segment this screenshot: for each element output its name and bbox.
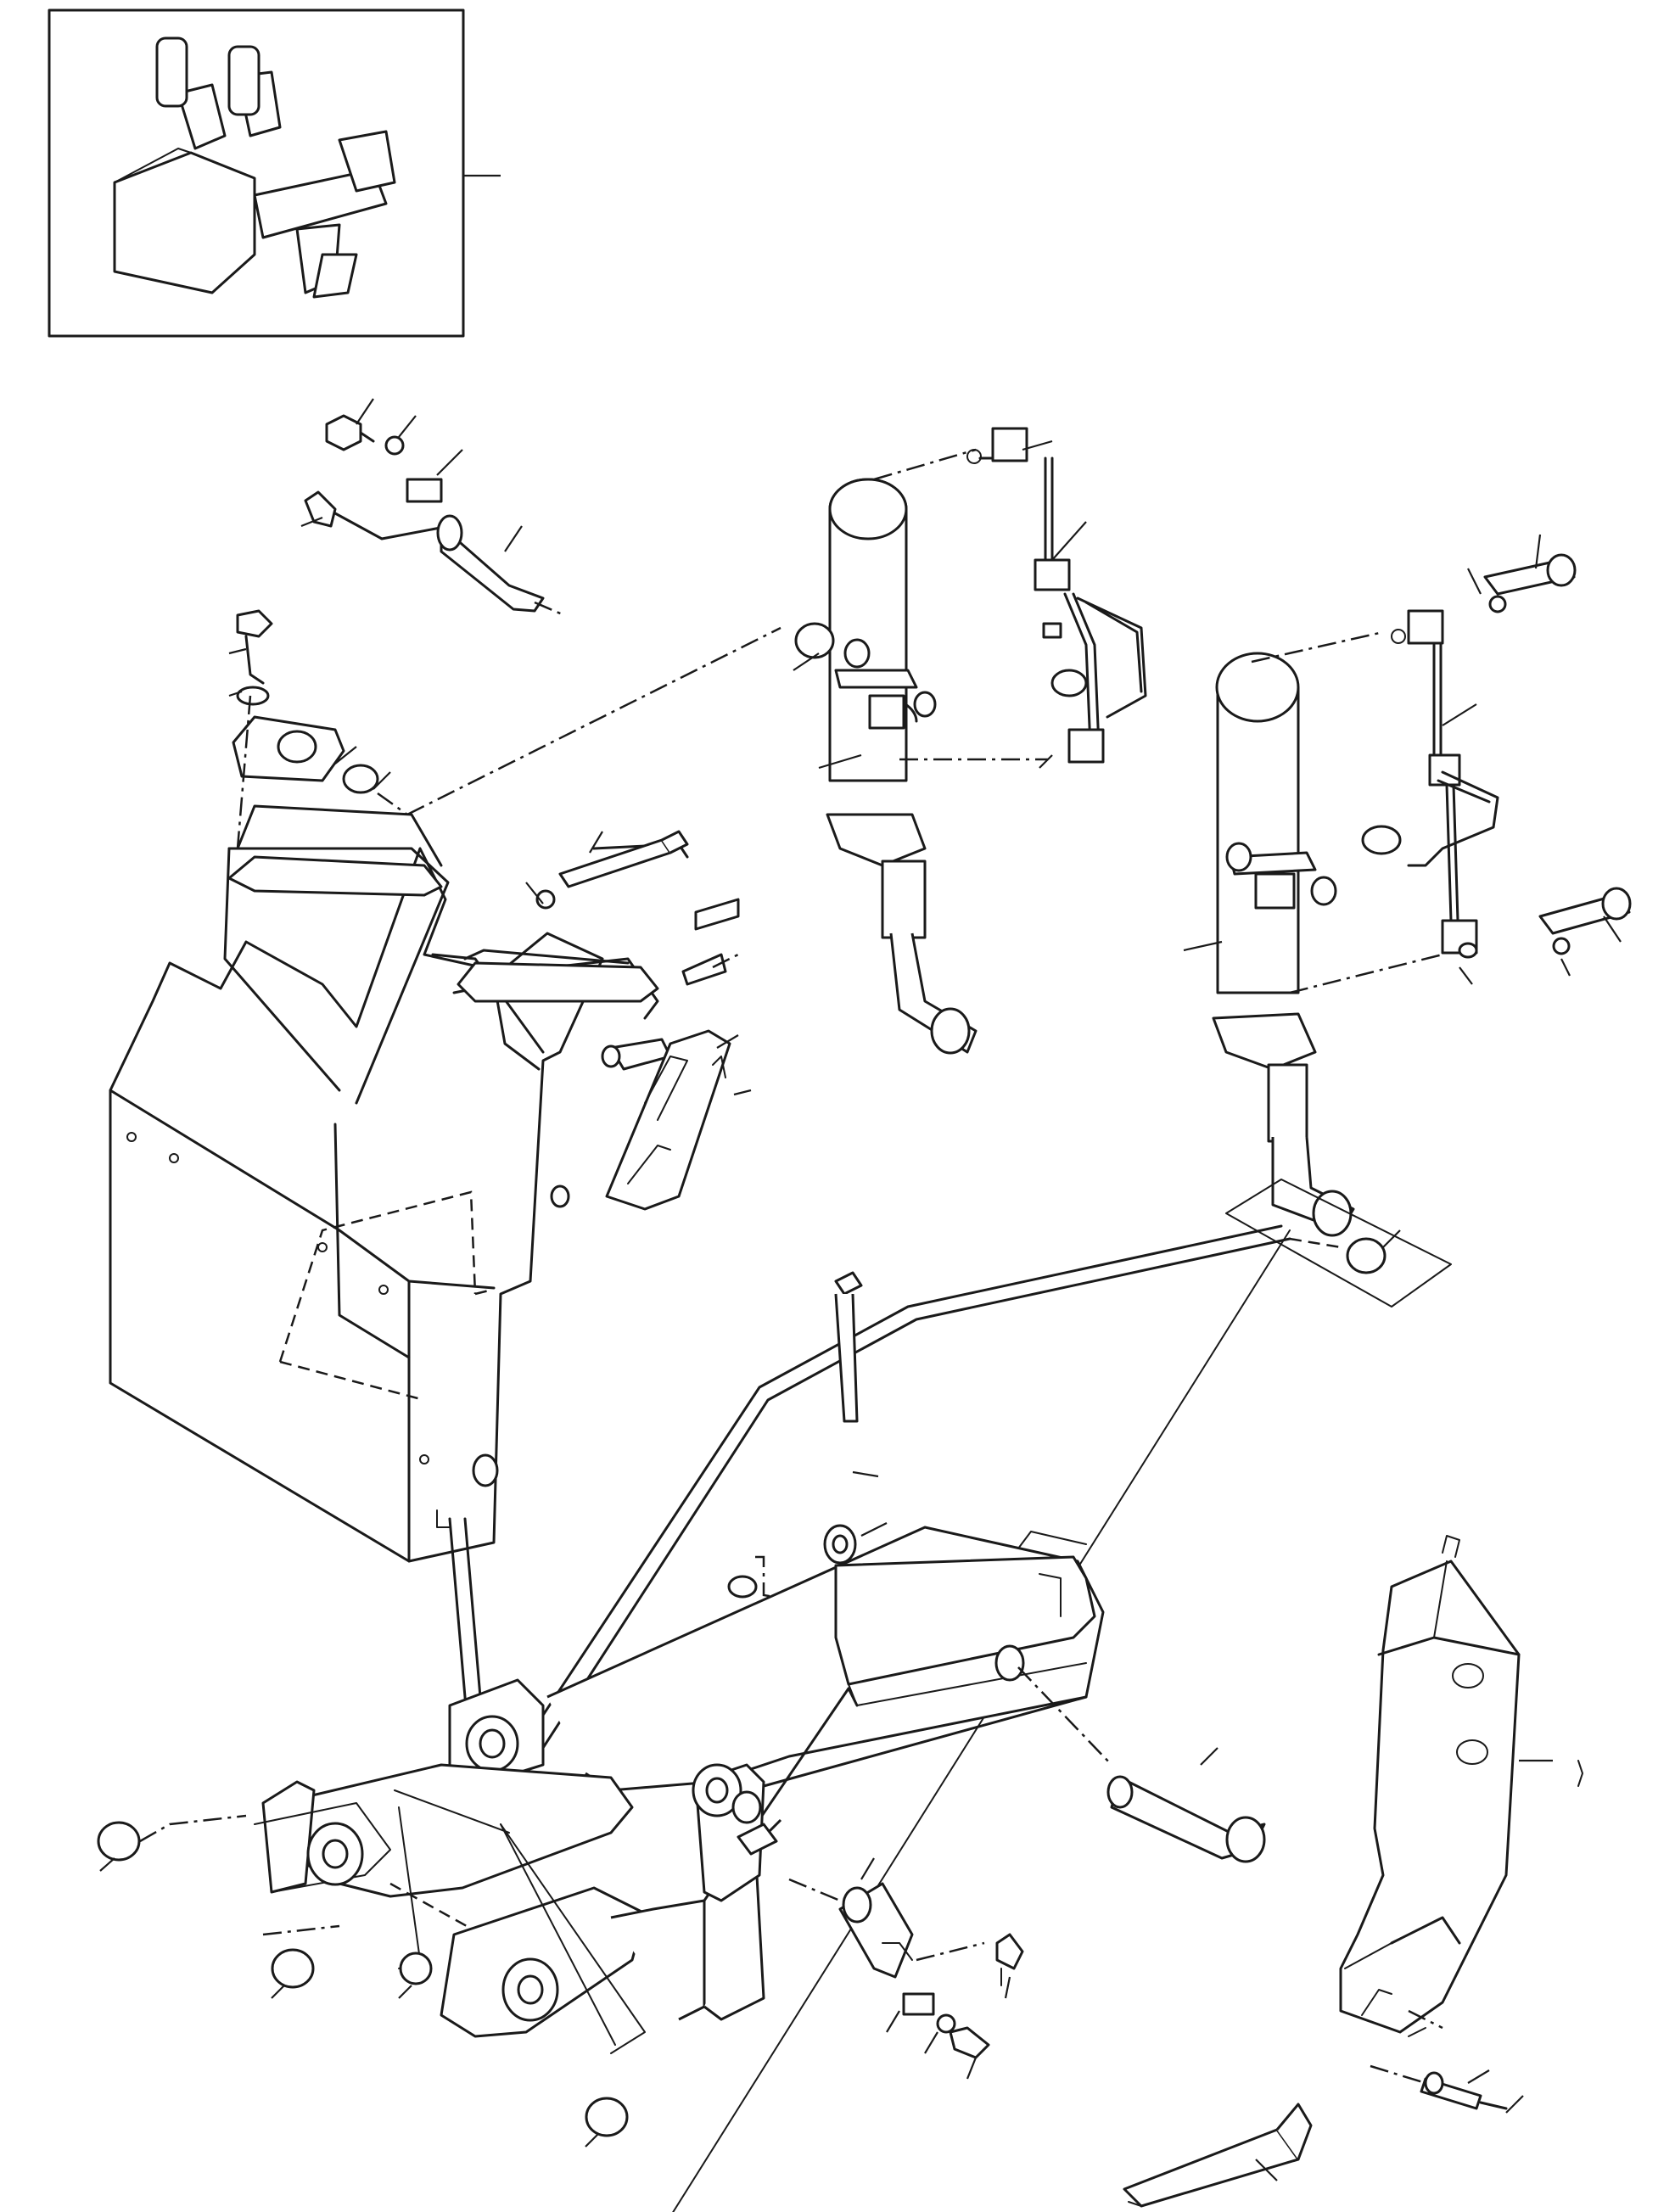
tooth-point — [1123, 2128, 1300, 2208]
inset-frame — [48, 8, 465, 338]
linkage-lines — [436, 1224, 1342, 2212]
tooth-tip — [1123, 2064, 1524, 2208]
side-clip — [525, 830, 752, 1211]
shank-body — [1339, 1560, 1521, 2034]
shank — [1339, 1535, 1583, 2037]
bushings — [97, 1814, 629, 2148]
upper-pin — [440, 524, 545, 613]
bracket-left — [227, 855, 443, 897]
inset-assembly-view — [48, 8, 501, 338]
bracket-right — [457, 961, 659, 1003]
cylinder-left-barrel — [828, 509, 908, 782]
link-plate — [605, 1029, 731, 1211]
beam-pin — [1017, 1666, 1266, 1863]
hydraulic-pipes-left — [966, 427, 1147, 769]
left-top-fittings — [228, 398, 781, 849]
bottom-pin — [788, 1857, 1024, 2080]
cylinder-right — [1183, 630, 1452, 1308]
main-frame — [109, 804, 659, 1563]
cylinder-left — [793, 448, 1048, 1055]
beam — [254, 1526, 1105, 2054]
hydraulic-pipes-right — [1361, 534, 1632, 985]
cylinder-right-barrel — [1216, 687, 1300, 994]
